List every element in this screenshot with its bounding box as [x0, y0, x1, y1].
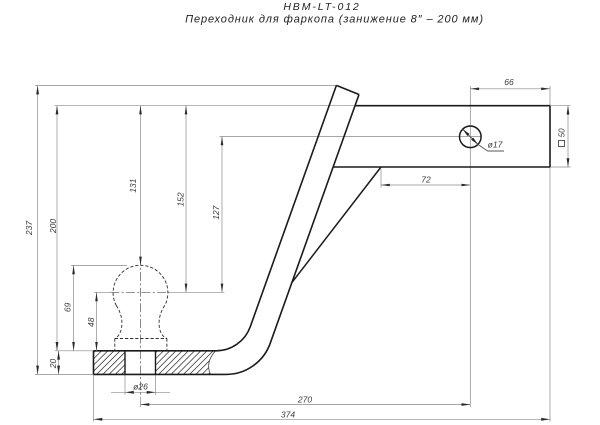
- svg-text:270: 270: [297, 395, 312, 405]
- svg-text:131: 131: [128, 178, 138, 192]
- svg-text:66: 66: [504, 77, 514, 87]
- svg-text:50: 50: [557, 128, 566, 137]
- svg-text:HBM-LT-012: HBM-LT-012: [283, 1, 360, 13]
- svg-text:Переходник для фаркопа (заниже: Переходник для фаркопа (занижение 8″ – 2…: [185, 13, 484, 25]
- svg-text:200: 200: [48, 219, 58, 234]
- svg-text:48: 48: [86, 317, 96, 327]
- svg-text:ø26: ø26: [133, 382, 148, 392]
- svg-text:127: 127: [211, 205, 221, 219]
- svg-text:237: 237: [24, 221, 34, 236]
- svg-text:20: 20: [48, 359, 58, 370]
- svg-text:152: 152: [176, 192, 186, 206]
- svg-text:ø17: ø17: [488, 140, 503, 150]
- svg-text:69: 69: [63, 302, 73, 312]
- svg-text:374: 374: [281, 410, 295, 420]
- svg-text:72: 72: [421, 175, 431, 185]
